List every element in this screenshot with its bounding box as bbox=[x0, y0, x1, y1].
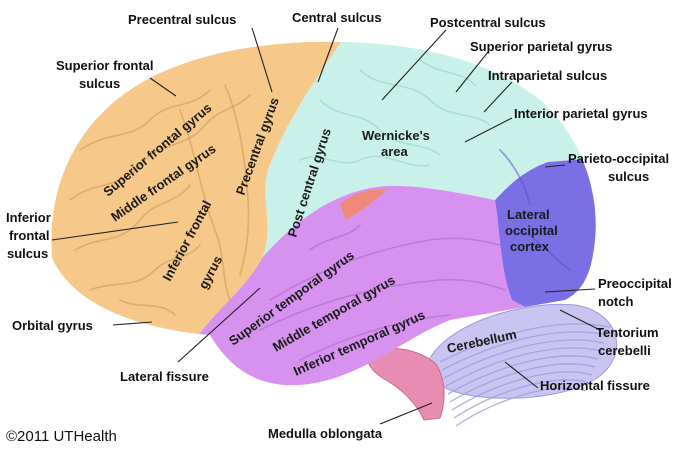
leader-intraparietal-sulcus bbox=[483, 81, 513, 113]
cerebellum-region bbox=[427, 303, 618, 427]
cerebellum-folia bbox=[439, 323, 611, 427]
leader-postcentral-sulcus bbox=[381, 29, 447, 101]
intraparietal-sulcus-label: Intraparietal sulcus bbox=[488, 68, 607, 83]
leader-interior-parietal-gyrus bbox=[464, 117, 513, 143]
gyrus-fold bbox=[419, 59, 476, 86]
lateral-occipital-cortex-label-line1: Lateral bbox=[507, 207, 550, 222]
horizontal-fissure-label: Horizontal fissure bbox=[540, 378, 650, 393]
lateral-occipital-cortex-label-line2: occipital bbox=[505, 223, 558, 238]
leader-preoccipital-notch bbox=[544, 288, 596, 293]
gyrus-fold bbox=[259, 278, 506, 331]
gyrus-fold bbox=[119, 299, 176, 316]
wernickes-area-label-line2: area bbox=[381, 144, 409, 159]
gyrus-fold bbox=[269, 237, 501, 301]
inferior-frontal-sulcus-label-line2: frontal bbox=[9, 228, 49, 243]
cerebellum-folium bbox=[443, 339, 605, 379]
gyrus-fold bbox=[299, 155, 431, 167]
gyrus-fold bbox=[499, 149, 531, 206]
lateral-occipital-cortex-label-line3: cortex bbox=[510, 239, 550, 254]
gyrus-fold bbox=[309, 224, 361, 251]
leader-tentorium-cerebelli bbox=[559, 309, 601, 331]
copyright-notice: ©2011 UTHealth bbox=[6, 428, 117, 445]
cerebellum-folium bbox=[455, 387, 587, 427]
preoccipital-notch-label-line1: Preoccipital bbox=[598, 276, 672, 291]
cerebellum-folium bbox=[451, 371, 593, 411]
leader-lines bbox=[51, 27, 601, 425]
postcentral-sulcus-label: Postcentral sulcus bbox=[430, 15, 546, 30]
gyrus-fold bbox=[89, 244, 201, 291]
inferior-frontal-sulcus-label-line1: Inferior bbox=[6, 210, 51, 225]
superior-frontal-sulcus-label-line2: sulcus bbox=[79, 76, 120, 91]
leader-central-sulcus bbox=[317, 27, 339, 83]
sylvian-fissure-highlight bbox=[340, 189, 386, 220]
gyrus-fold bbox=[299, 314, 451, 361]
gyrus-fold bbox=[359, 69, 491, 126]
superior-frontal-sulcus-label-line1: Superior frontal bbox=[56, 58, 154, 73]
superior-parietal-gyrus-label: Superior parietal gyrus bbox=[470, 39, 612, 54]
precentral-sulcus-label: Precentral sulcus bbox=[128, 12, 236, 27]
cerebellum-shape bbox=[427, 303, 618, 399]
leader-lateral-fissure bbox=[177, 287, 261, 363]
medulla-oblongata-label: Medulla oblongata bbox=[268, 426, 383, 441]
wernickes-area-label-line1: Wernicke's bbox=[362, 128, 430, 143]
cerebellum-folium bbox=[447, 355, 599, 395]
gyrus-fold bbox=[179, 109, 231, 301]
cerebellum-folium bbox=[449, 363, 596, 403]
leader-horizontal-fissure bbox=[504, 361, 539, 389]
orbital-gyrus-label: Orbital gyrus bbox=[12, 318, 93, 333]
gyrus-fold bbox=[224, 84, 250, 276]
tentorium-cerebelli-label-line2: cerebelli bbox=[598, 343, 651, 358]
leader-precentral-sulcus bbox=[251, 27, 273, 93]
gyrus-fold bbox=[519, 229, 571, 271]
central-sulcus-label: Central sulcus bbox=[292, 10, 382, 25]
cerebellum-folium bbox=[439, 323, 611, 363]
gyrus-fold bbox=[79, 89, 211, 151]
parieto-occipital-sulcus-label-line2: sulcus bbox=[608, 169, 649, 184]
brainstem-shape bbox=[367, 347, 445, 421]
inferior-frontal-sulcus-label-line3: sulcus bbox=[7, 246, 48, 261]
cerebellum-folium bbox=[441, 331, 608, 371]
gyrus-fold bbox=[319, 99, 441, 156]
cerebellum-folium bbox=[453, 379, 590, 419]
cerebellum-folium bbox=[445, 347, 602, 387]
occipital-lobe bbox=[495, 150, 596, 386]
gyrus-fold bbox=[74, 184, 191, 251]
gyri-folds bbox=[69, 59, 571, 361]
leader-superior-frontal-sulcus bbox=[149, 77, 177, 97]
preoccipital-notch-label-line2: notch bbox=[598, 294, 633, 309]
leader-medulla-oblongata bbox=[379, 402, 433, 425]
gyrus-fold bbox=[69, 94, 251, 201]
parieto-occipital-sulcus-label-line1: Parieto-occipital bbox=[568, 151, 669, 166]
interior-parietal-gyrus-label: Interior parietal gyrus bbox=[514, 106, 648, 121]
tentorium-cerebelli-label-line1: Tentorium bbox=[596, 325, 659, 340]
leader-inferior-frontal-sulcus bbox=[51, 221, 179, 241]
leader-parieto-occipital-sulcus bbox=[544, 164, 566, 168]
lateral-fissure-label: Lateral fissure bbox=[120, 369, 209, 384]
leader-superior-parietal-gyrus bbox=[455, 51, 489, 93]
leader-orbital-gyrus bbox=[112, 321, 153, 326]
